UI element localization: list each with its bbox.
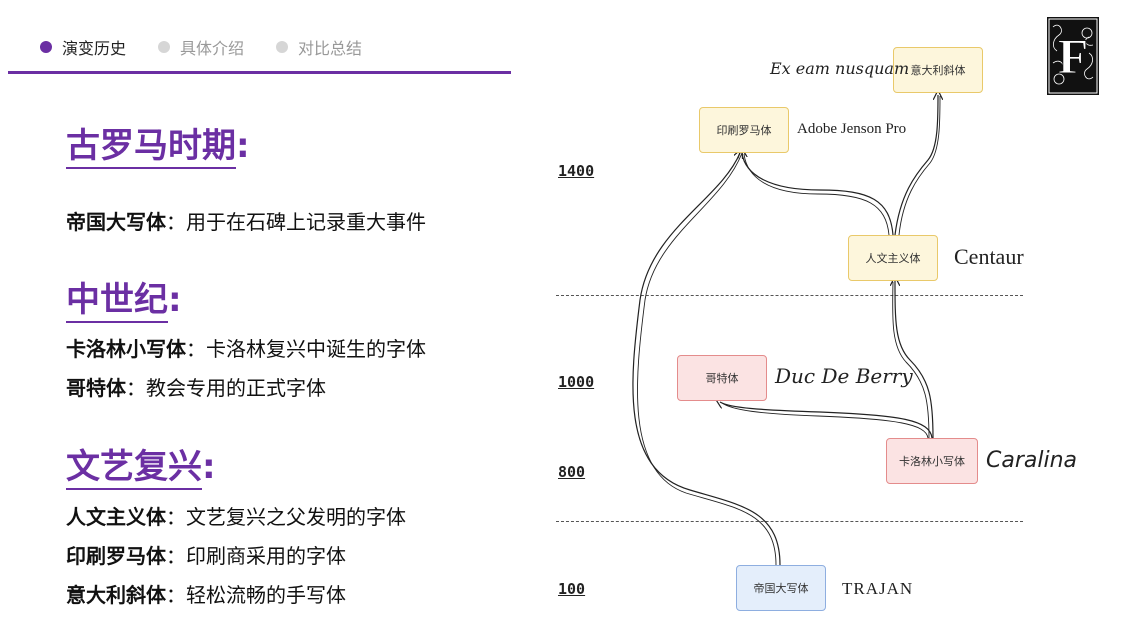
font-name-gothic: Duc De Berry: [775, 364, 913, 388]
font-name-humanist: Centaur: [954, 244, 1024, 269]
entry-term: 印刷罗马体: [66, 544, 166, 568]
entry-desc: 文艺复兴之父发明的字体: [186, 505, 406, 529]
section-title-medieval: 中世纪:: [66, 272, 182, 323]
edge-trajan-to-roman: [632, 153, 781, 566]
node-gothic[interactable]: 哥特体: [677, 355, 767, 401]
entry-line: 卡洛林小写体：卡洛林复兴中诞生的字体: [66, 337, 426, 361]
entry-term: 帝国大写体: [66, 210, 166, 234]
edge-carolingian-to-humanist-sketch: [892, 281, 930, 439]
edge-carolingian-to-gothic: [720, 402, 933, 439]
nav-item-summary[interactable]: 对比总结: [276, 35, 362, 59]
edge-humanist-to-italic: [894, 95, 938, 236]
edge-humanist-to-italic-sketch: [898, 95, 941, 236]
edge-carolingian-to-humanist: [895, 281, 934, 439]
entry-desc: 卡洛林复兴中诞生的字体: [206, 337, 426, 361]
edge-humanist-to-roman-sketch: [743, 153, 890, 236]
year-label: 1000: [558, 373, 595, 391]
edge-trajan-to-roman-sketch: [637, 152, 777, 566]
era-separator: [556, 295, 1023, 296]
entry-line: 哥特体：教会专用的正式字体: [66, 376, 326, 400]
svg-text:F: F: [1058, 28, 1089, 84]
year-label: 100: [558, 580, 586, 598]
node-humanist[interactable]: 人文主义体: [848, 235, 938, 281]
section-title-ancient-rome: 古罗马时期:: [66, 118, 250, 169]
nav-item-details[interactable]: 具体介绍: [158, 35, 244, 59]
entry-term: 哥特体: [66, 376, 126, 400]
year-label: 1400: [558, 162, 595, 180]
active-dot-icon: [40, 41, 52, 53]
node-trajan[interactable]: 帝国大写体: [736, 565, 826, 611]
inactive-dot-icon: [158, 41, 171, 53]
font-name-italic: Ex eam nusquam: [770, 59, 910, 78]
node-italic[interactable]: 意大利斜体: [893, 47, 983, 93]
inactive-dot-icon: [276, 41, 289, 53]
entry-term: 意大利斜体: [66, 583, 166, 607]
ornate-letter-logo-icon: F: [1047, 17, 1099, 95]
font-name-trajan: TRAJAN: [842, 579, 914, 598]
entry-line: 意大利斜体：轻松流畅的手写体: [66, 583, 346, 607]
node-carolingian[interactable]: 卡洛林小写体: [886, 438, 978, 484]
nav-label: 对比总结: [298, 39, 363, 58]
entry-line: 印刷罗马体：印刷商采用的字体: [66, 544, 346, 568]
entry-desc: 轻松流畅的手写体: [186, 583, 346, 607]
font-name-carolingian: Caralina: [986, 448, 1078, 473]
nav-label: 具体介绍: [180, 39, 245, 58]
node-roman[interactable]: 印刷罗马体: [699, 107, 789, 153]
nav-item-evolution[interactable]: 演变历史: [40, 35, 126, 59]
entry-term: 人文主义体: [66, 505, 166, 529]
edge-humanist-to-roman: [742, 153, 894, 236]
section-title-renaissance: 文艺复兴:: [66, 439, 216, 490]
nav-underline: [8, 71, 511, 74]
entry-line: 帝国大写体：用于在石碑上记录重大事件: [66, 210, 426, 234]
entry-term: 卡洛林小写体: [66, 337, 186, 361]
entry-desc: 印刷商采用的字体: [186, 544, 346, 568]
font-name-roman: Adobe Jenson Pro: [797, 121, 907, 137]
entry-desc: 用于在石碑上记录重大事件: [186, 210, 426, 234]
year-label: 800: [558, 463, 586, 481]
entry-desc: 教会专用的正式字体: [146, 376, 326, 400]
edge-carolingian-to-gothic-sketch: [721, 402, 929, 439]
section-nav: 演变历史 具体介绍 对比总结: [40, 35, 394, 59]
nav-label: 演变历史: [62, 39, 127, 58]
entry-line: 人文主义体：文艺复兴之父发明的字体: [66, 505, 406, 529]
era-separator: [556, 521, 1023, 522]
